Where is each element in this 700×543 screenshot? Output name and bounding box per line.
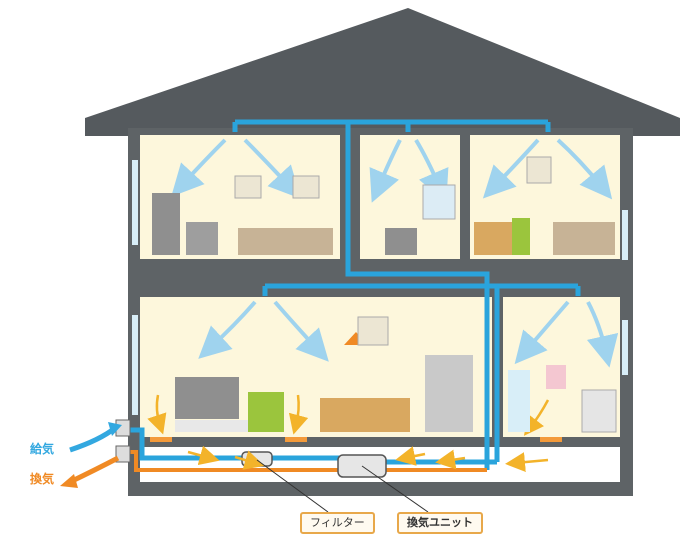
filter-box <box>241 451 273 467</box>
washing-machine-icon <box>581 389 617 433</box>
window-icon <box>422 184 456 220</box>
return-airflow-arrows <box>147 394 550 473</box>
unit-callout-line <box>361 465 429 513</box>
supply-legend-label: 給気 <box>30 442 55 456</box>
window-icon <box>622 210 628 260</box>
roof <box>85 8 680 136</box>
sofa-icon <box>248 392 284 432</box>
picture-frame-icon <box>234 175 262 199</box>
exhaust-duct <box>128 450 487 472</box>
dining-table-icon <box>320 398 410 432</box>
airflow-arrows <box>171 138 619 368</box>
dresser-icon <box>186 222 218 255</box>
bed-icon <box>553 222 615 255</box>
towel-icon <box>546 365 566 389</box>
floor-vents <box>150 437 562 442</box>
chair-icon <box>512 218 530 255</box>
tv-icon <box>175 377 239 419</box>
filter-callout-line <box>256 459 329 513</box>
picture-frame-icon <box>357 316 389 346</box>
window-icon <box>132 315 138 415</box>
bookshelf-icon <box>152 193 180 255</box>
filter-label: フィルター <box>300 512 375 534</box>
exhaust-arrow <box>68 455 120 485</box>
sink-icon <box>508 370 530 432</box>
supply-arrowhead <box>108 422 122 436</box>
exhaust-arrowhead <box>60 474 78 488</box>
picture-frame-icon <box>292 175 320 199</box>
exhaust-legend-label: 換気 <box>30 472 55 486</box>
window-icon <box>132 160 138 245</box>
supply-ducts <box>128 119 581 470</box>
exhaust-outlet <box>115 445 131 463</box>
ventilation-unit-label: 換気ユニット <box>397 512 483 534</box>
cabinet-icon <box>425 355 473 432</box>
picture-frame-icon <box>526 156 552 184</box>
supply-arrow <box>69 426 117 453</box>
bookshelf-icon <box>385 228 417 255</box>
bed-icon <box>238 228 333 255</box>
window-icon <box>622 320 628 375</box>
tv-stand <box>175 420 265 432</box>
